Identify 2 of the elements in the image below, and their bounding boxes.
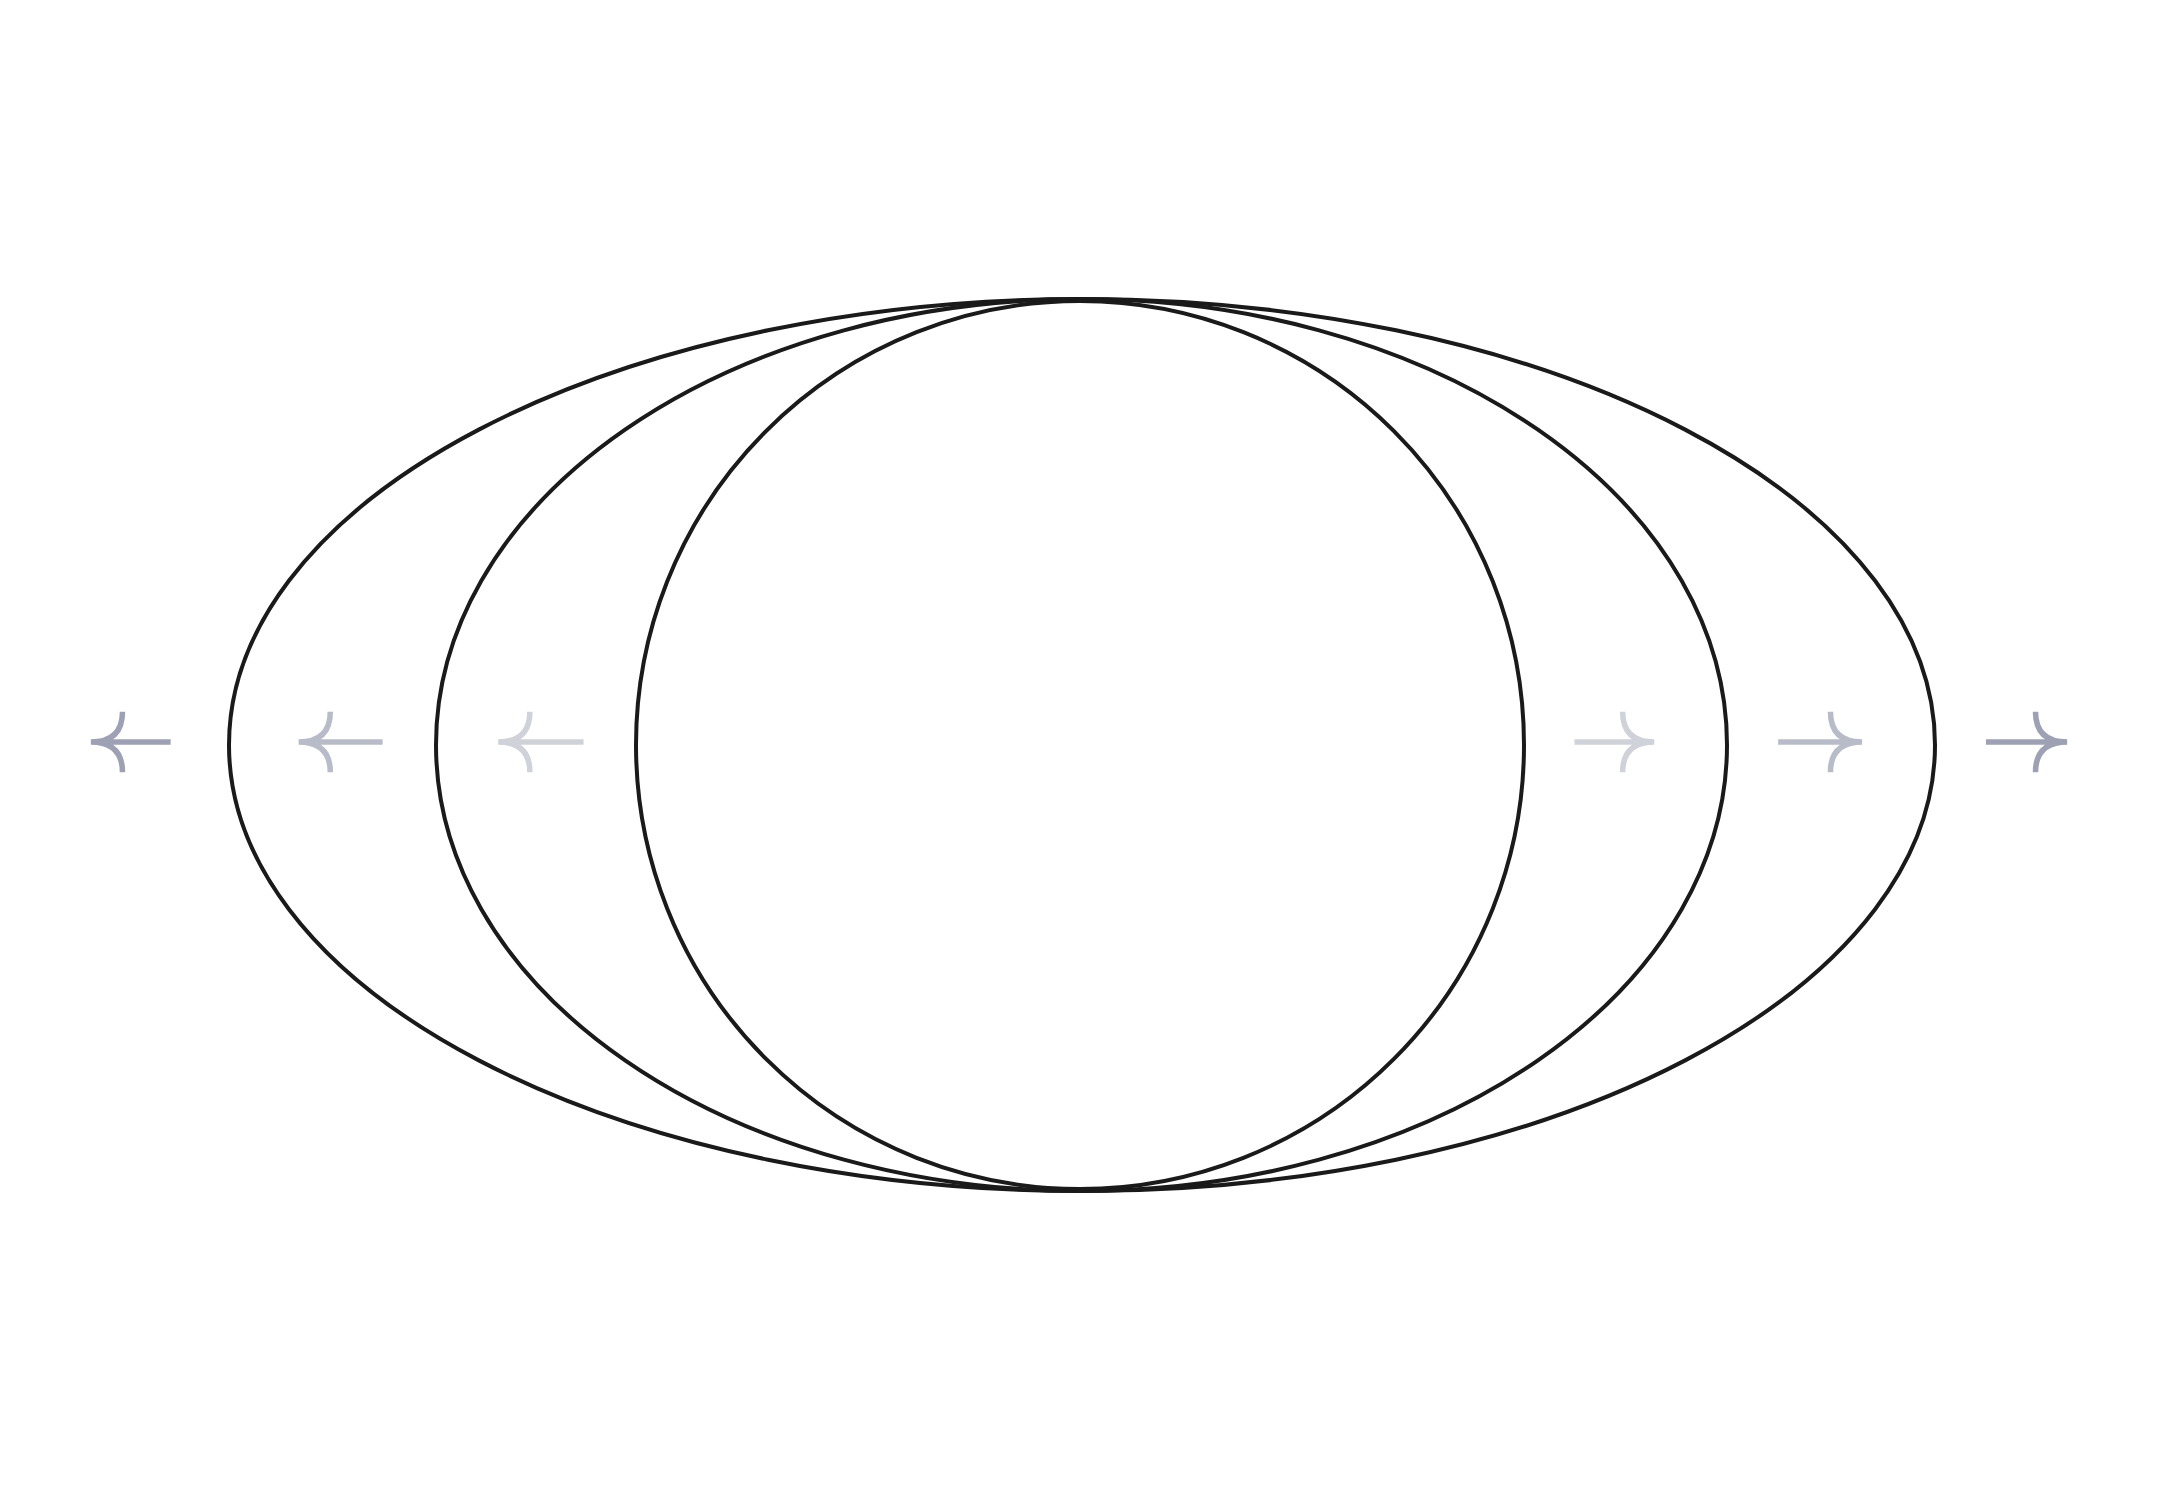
ellipse-outline [227, 297, 1937, 1193]
ellipse-outline [434, 297, 1729, 1193]
